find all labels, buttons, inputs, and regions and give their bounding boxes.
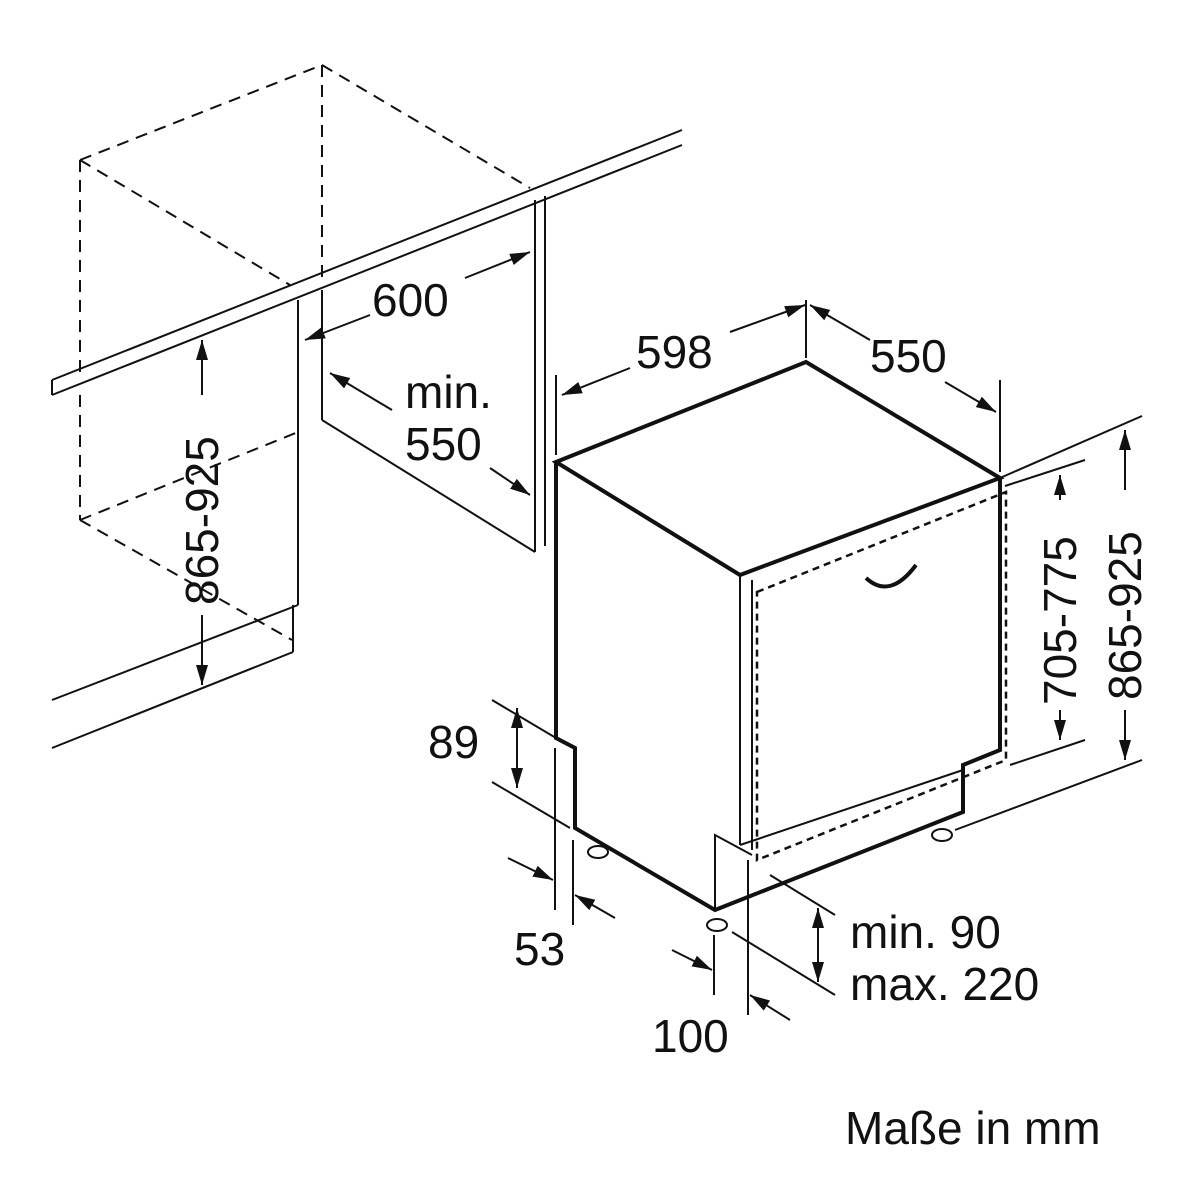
dashed-cabinet-outline [79,64,531,641]
niche-height-left-label: 865-925 [176,436,228,605]
plinth-min-label: min. 90 [850,906,1001,958]
appliance-width-label: 598 [636,326,713,378]
niche-depth-value-label: 550 [405,418,482,470]
plinth-max-label: max. 220 [850,958,1039,1010]
niche-height-right-label: 865-925 [1099,531,1151,700]
niche-walls [51,196,546,749]
right-reference-lines [954,415,1143,831]
plinth-setback-label: 53 [514,923,565,975]
dishwasher-feet [587,828,953,932]
dimension-lines [196,251,1131,1021]
plinth-height-label: 89 [428,716,479,768]
dishwasher-body [551,359,1008,913]
door-handle-icon [864,563,918,589]
door-height-label: 705-775 [1034,536,1086,705]
units-note: Maße in mm [845,1102,1101,1154]
niche-depth-min-label: min. [405,366,492,418]
door-offset-label: 100 [652,1010,729,1062]
appliance-depth-label: 550 [870,330,947,382]
countertop [51,129,683,396]
niche-width-label: 600 [372,274,449,326]
